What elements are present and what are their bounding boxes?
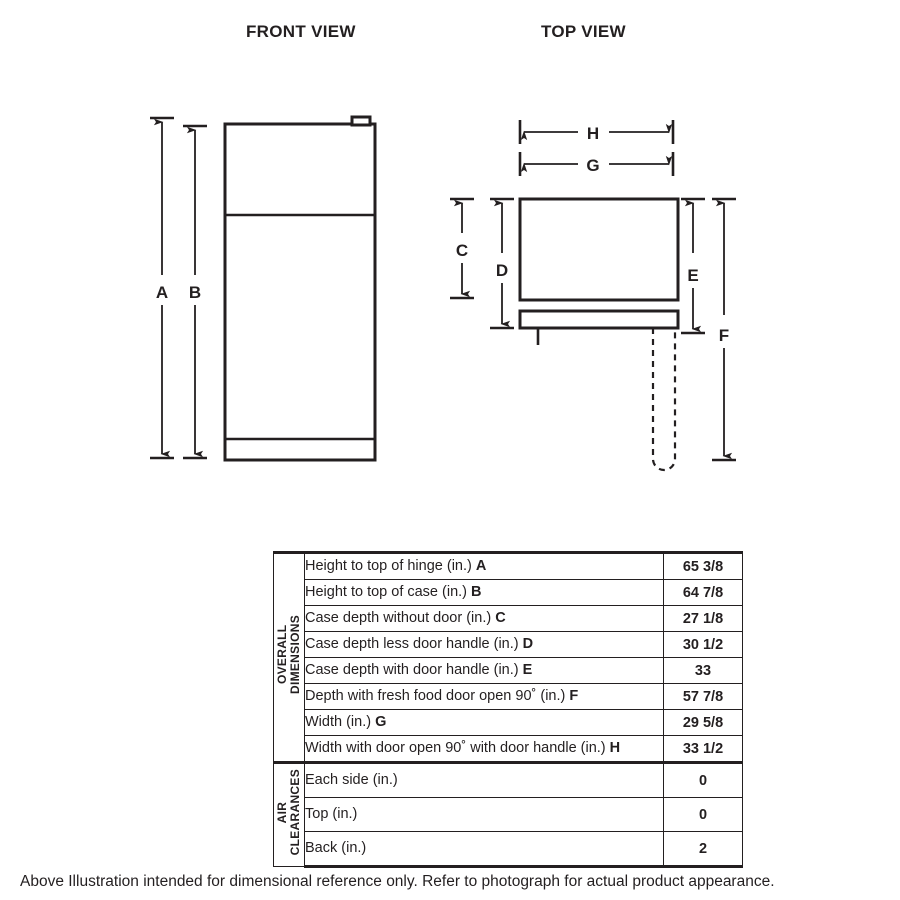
table-row: Back (in.)2 <box>274 831 743 868</box>
table-row-marker: A <box>475 557 487 574</box>
top-view-title: TOP VIEW <box>541 22 626 41</box>
dimension-arrow-c: C <box>450 197 474 300</box>
specifications-table: OVERALL DIMENSIONS Height to top of hinge… <box>273 551 743 868</box>
dimension-label-b: B <box>189 283 201 302</box>
dimension-label-c: C <box>456 241 468 260</box>
table-row-marker: E <box>522 661 533 678</box>
dimension-label-e: E <box>687 266 698 285</box>
table-row: OVERALL DIMENSIONS Height to top of hinge… <box>273 551 743 763</box>
table-row-label: Width (in.) G <box>304 709 664 736</box>
table-row-marker: C <box>495 609 506 626</box>
dimension-label-g: G <box>586 156 599 175</box>
dimension-label-d: D <box>496 261 508 280</box>
table-row: Depth with fresh food door open 90˚ (in.… <box>274 683 743 710</box>
table-row-label: Depth with fresh food door open 90˚ (in.… <box>304 683 664 710</box>
dimension-arrow-e: E <box>681 197 705 335</box>
table-row-label: Top (in.) <box>304 797 664 832</box>
footer-disclaimer: Above Illustration intended for dimensio… <box>20 873 775 890</box>
dimension-label-h: H <box>587 124 599 143</box>
dimension-arrow-f: F <box>712 197 736 462</box>
table-row-label: Case depth without door (in.) C <box>304 605 664 632</box>
table-row-marker: G <box>375 713 387 730</box>
dimension-label-a: A <box>156 283 168 302</box>
table-row-label: Back (in.) <box>304 831 664 868</box>
dimension-arrow-d: D <box>490 197 514 330</box>
table-group-label-text: OVERALL DIMENSIONS <box>275 615 302 695</box>
table-row-value: 57 7/8 <box>663 683 743 710</box>
table-row-value: 29 5/8 <box>663 709 743 736</box>
dimension-arrow-h: H <box>518 120 675 144</box>
front-view-cabinet-outline <box>223 122 377 462</box>
table-row-label: Case depth less door handle (in.) D <box>304 631 664 658</box>
table-group-label-text: AIR CLEARANCES <box>275 769 302 856</box>
dimension-arrow-b: B <box>183 124 207 460</box>
top-view-door-bar <box>518 309 680 330</box>
table-row-value: 33 <box>663 657 743 684</box>
table-row-marker: B <box>471 583 482 600</box>
table-row-value: 2 <box>663 831 743 868</box>
table-row-label: Each side (in.) <box>304 762 664 798</box>
table-row-label: Height to top of case (in.) B <box>304 579 664 606</box>
table-row-value: 30 1/2 <box>663 631 743 658</box>
front-view-drawing: A B <box>150 115 377 462</box>
dimension-drawings: A B <box>150 115 736 472</box>
table-group-label: AIR CLEARANCES <box>273 761 305 867</box>
table-row-label: Case depth with door handle (in.) E <box>304 657 664 684</box>
table-row-marker: D <box>522 635 534 652</box>
table-row-label: Height to top of hinge (in.) A <box>304 551 664 580</box>
table-row-value: 33 1/2 <box>663 735 743 764</box>
table-row-value: 0 <box>663 797 743 832</box>
table-row-value: 65 3/8 <box>663 551 743 580</box>
table-row: Top (in.)0 <box>274 797 743 832</box>
dimension-label-f: F <box>719 326 729 345</box>
table-row-value: 64 7/8 <box>663 579 743 606</box>
front-view-hinge-block <box>350 115 372 127</box>
table-row: Width with door open 90˚ with door handl… <box>274 735 743 764</box>
top-view-open-door-outline <box>651 328 677 472</box>
dimension-arrow-a: A <box>150 116 174 460</box>
table-row-label: Width with door open 90˚ with door handl… <box>304 735 664 764</box>
specifications-table-wrap: OVERALL DIMENSIONS Height to top of hinge… <box>273 551 743 868</box>
dimension-arrow-g: G <box>518 152 675 176</box>
table-row-marker: H <box>609 739 621 756</box>
table-row-marker: F <box>569 687 579 704</box>
table-row-value: 0 <box>663 762 743 798</box>
front-view-title: FRONT VIEW <box>246 22 356 41</box>
top-view-drawing: H G C <box>450 120 736 472</box>
top-view-case-outline <box>518 197 680 302</box>
table-group-label: OVERALL DIMENSIONS <box>273 551 305 763</box>
table-row-value: 27 1/8 <box>663 605 743 632</box>
